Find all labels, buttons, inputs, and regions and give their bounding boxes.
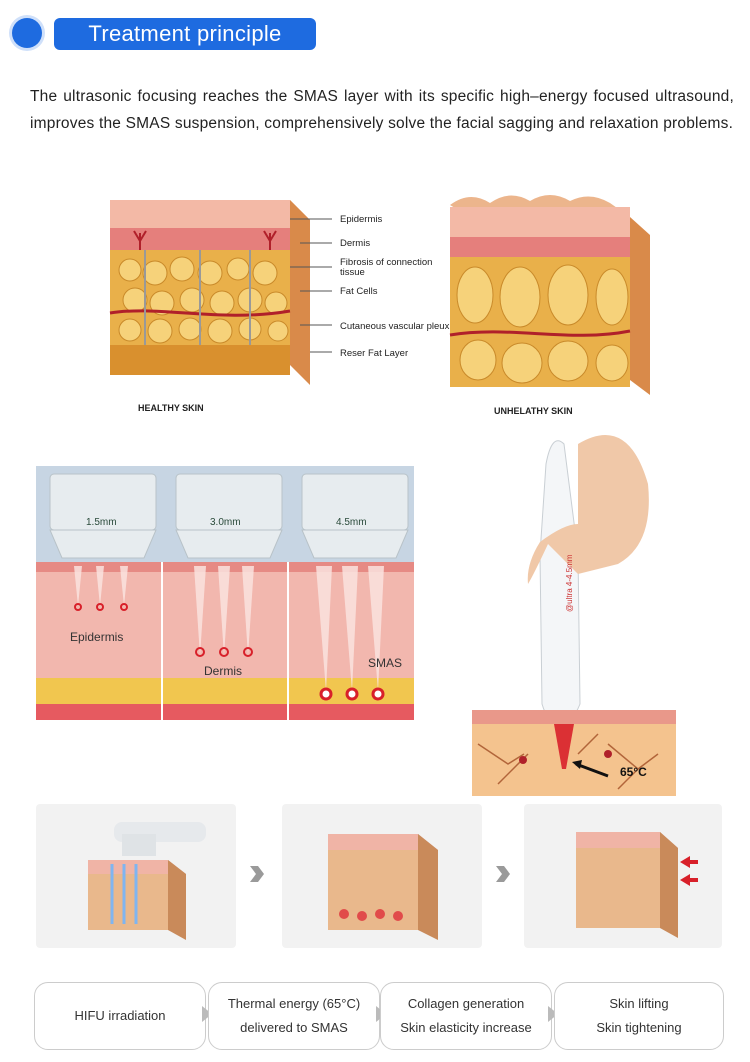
- process-step-4-line1: Skin lifting: [609, 996, 669, 1011]
- unhealthy-skin-caption: UNHELATHY SKIN: [494, 406, 573, 416]
- arrow-right-icon: [548, 1006, 558, 1022]
- stage-panel-irradiation: [36, 804, 236, 948]
- bullet-dot-icon: [12, 18, 42, 48]
- intro-paragraph: The ultrasonic focusing reaches the SMAS…: [30, 88, 734, 132]
- depth-label-3: 4.5mm: [336, 517, 367, 528]
- chevron-right-icon: [250, 866, 264, 882]
- healthy-skin-cube: [109, 200, 310, 385]
- process-step-3: Collagen generation Skin elasticity incr…: [380, 982, 552, 1050]
- unhealthy-skin-cube: [449, 195, 650, 395]
- section-title: Treatment principle: [54, 18, 316, 50]
- layer-label-epidermis: Epidermis: [70, 630, 124, 644]
- skin-cross-section-diagram: [109, 195, 650, 395]
- process-step-3-line1: Collagen generation: [407, 996, 525, 1011]
- healthy-skin-caption: HEALTHY SKIN: [138, 403, 204, 413]
- handpiece-illustration: [472, 435, 676, 796]
- process-step-1: HIFU irradiation: [34, 982, 206, 1050]
- process-step-1-text: HIFU irradiation: [74, 1008, 166, 1023]
- depth-panels-illustration: [36, 466, 414, 720]
- layer-label-dermis: Dermis: [204, 664, 242, 678]
- process-step-4-line2: Skin tightening: [596, 1020, 682, 1035]
- label-reser-fat: Reser Fat Layer: [340, 348, 409, 359]
- label-epidermis: Epidermis: [340, 214, 383, 225]
- probe-label: @ultra 4-4.5mm: [565, 554, 574, 612]
- process-step-2-line1: Thermal energy (65°C): [227, 996, 361, 1011]
- process-step-2-line2: delivered to SMAS: [240, 1020, 348, 1035]
- process-step-3-line2: Skin elasticity increase: [400, 1020, 532, 1035]
- depth-label-1: 1.5mm: [86, 517, 117, 528]
- process-step-2: Thermal energy (65°C) delivered to SMAS: [208, 982, 380, 1050]
- stage-panel-lifting: [524, 804, 722, 948]
- depth-label-2: 3.0mm: [210, 517, 241, 528]
- label-fibrosis: Fibrosis of connection tissue: [340, 257, 433, 278]
- label-dermis: Dermis: [340, 238, 371, 249]
- arrow-right-icon: [202, 1006, 212, 1022]
- label-vascular: Cutaneous vascular pleux: [340, 321, 450, 332]
- stage-panel-thermal: [282, 804, 482, 948]
- process-step-4: Skin lifting Skin tightening: [554, 982, 724, 1050]
- chevron-right-icon: [496, 866, 510, 882]
- temperature-label: 65°C: [620, 765, 647, 779]
- layer-label-smas: SMAS: [368, 656, 403, 670]
- label-fat-cells: Fat Cells: [340, 286, 378, 297]
- callout-lines: [290, 218, 332, 353]
